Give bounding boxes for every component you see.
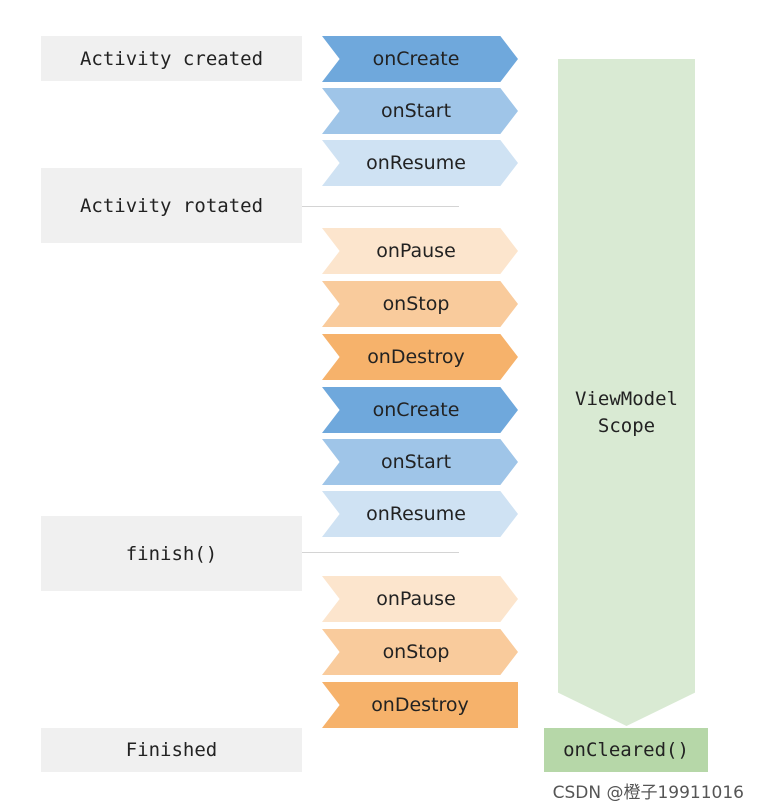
callback-ondestroy-1: onDestroy: [322, 334, 518, 380]
state-finish: finish(): [41, 516, 302, 591]
callback-onstop-2: onStop: [322, 629, 518, 675]
callback-onpause-2: onPause: [322, 576, 518, 622]
callback-onpause-1: onPause: [322, 228, 518, 274]
callback-oncreate-2: onCreate: [322, 387, 518, 433]
callback-ondestroy-2: onDestroy: [322, 682, 518, 728]
callback-onstart-1: onStart: [322, 88, 518, 134]
oncleared-box: onCleared(): [544, 728, 708, 772]
state-activity-rotated: Activity rotated: [41, 168, 302, 243]
watermark: CSDN @橙子19911016: [552, 783, 744, 803]
state-activity-created: Activity created: [41, 36, 302, 81]
callback-onresume-2: onResume: [322, 491, 518, 537]
viewmodel-scope-label: ViewModel Scope: [575, 388, 678, 437]
state-finished: Finished: [41, 728, 302, 772]
connector-line-finish: [302, 552, 459, 553]
callback-oncreate-1: onCreate: [322, 36, 518, 82]
callback-onresume-1: onResume: [322, 140, 518, 186]
callback-onstop-1: onStop: [322, 281, 518, 327]
viewmodel-scope-bar: [558, 59, 695, 726]
connector-line-rotated: [302, 206, 459, 207]
callback-onstart-2: onStart: [322, 439, 518, 485]
